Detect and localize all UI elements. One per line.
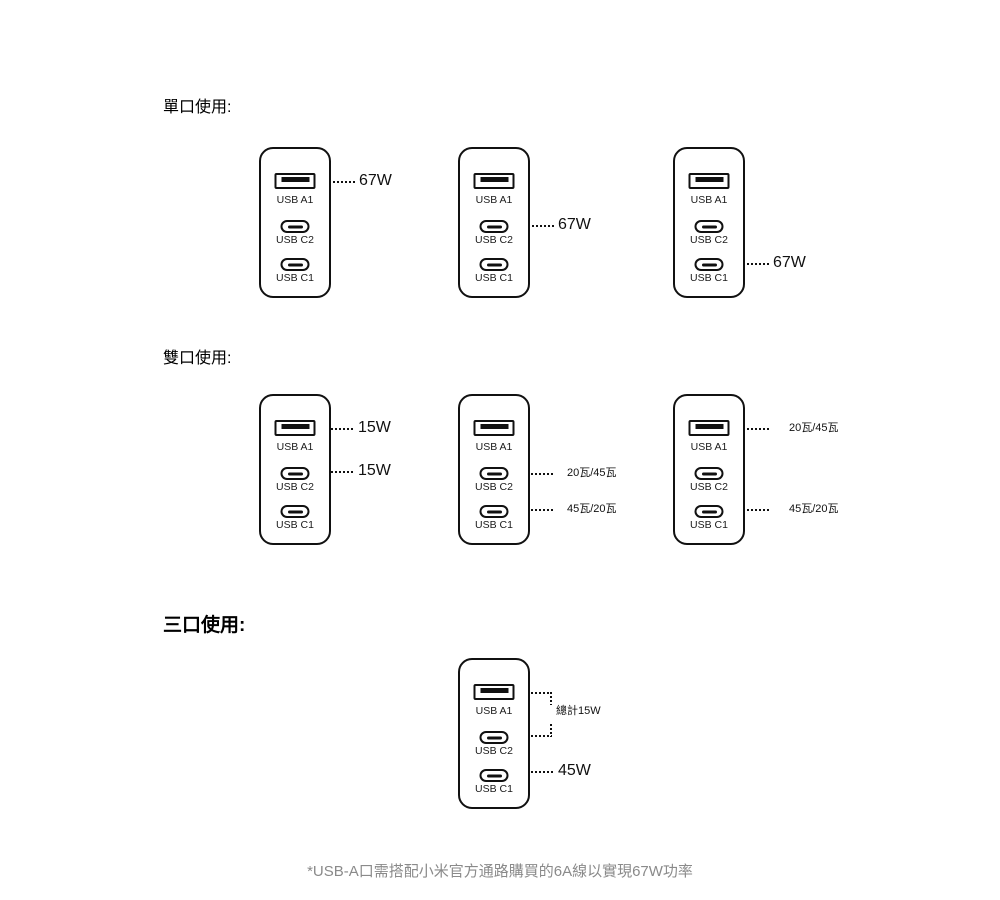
bracket-dash-bottom-corner (550, 724, 552, 737)
footnote-text: *USB-A口需搭配小米官方通路購買的6A線以實現67W功率 (307, 863, 693, 880)
charger-single-usb-a: USB A1 USB C2 USB C1 (259, 147, 331, 298)
usb-c-port-icon (694, 258, 724, 271)
usb-a-contact-bar (480, 688, 508, 693)
callout-dash-line (532, 225, 554, 227)
port-label-usb-c1: USB C1 (475, 519, 513, 531)
usb-a-contact-bar (281, 177, 309, 182)
port-label-usb-c1: USB C1 (276, 519, 314, 531)
power-label-total: 總計15W (556, 705, 601, 717)
usb-c-port-icon (280, 258, 310, 271)
charger-single-usb-c1: USB A1 USB C2 USB C1 (673, 147, 745, 298)
power-label: 45W (558, 762, 591, 779)
port-label-usb-c2: USB C2 (475, 234, 513, 246)
usb-c-contact-line (287, 263, 303, 266)
usb-a-port-icon (688, 173, 730, 189)
usb-c-port-icon (694, 505, 724, 518)
usb-a-port-icon (274, 420, 316, 436)
usb-c-contact-line (701, 510, 717, 513)
port-label-usb-c1: USB C1 (475, 783, 513, 795)
callout-dash-line (333, 181, 355, 183)
usb-c-contact-line (486, 225, 502, 228)
port-label-usb-c1: USB C1 (690, 519, 728, 531)
port-label-usb-c1: USB C1 (276, 272, 314, 284)
usb-a-port-icon (473, 420, 515, 436)
power-label: 15W (358, 419, 391, 436)
charger-dual-a1-c1: USB A1 USB C2 USB C1 (673, 394, 745, 545)
usb-c-contact-line (486, 774, 502, 777)
callout-dash-line (747, 428, 769, 430)
usb-c-contact-line (486, 263, 502, 266)
port-label-usb-a1: USB A1 (475, 441, 513, 453)
bracket-dash-bottom (531, 735, 552, 737)
usb-a-port-icon (688, 420, 730, 436)
port-label-usb-c2: USB C2 (475, 481, 513, 493)
usb-c-contact-line (701, 472, 717, 475)
usb-c-port-icon (479, 258, 509, 271)
charger-dual-a1-c2: USB A1 USB C2 USB C1 (259, 394, 331, 545)
power-label: 20瓦/45瓦 (789, 422, 839, 434)
usb-a-contact-bar (695, 424, 723, 429)
usb-c-contact-line (486, 472, 502, 475)
port-label-usb-a1: USB A1 (276, 441, 314, 453)
usb-c-port-icon (479, 731, 509, 744)
usb-c-port-icon (694, 220, 724, 233)
usb-a-port-icon (274, 173, 316, 189)
section-title-triple-port: 三口使用: (163, 615, 246, 636)
usb-c-contact-line (701, 225, 717, 228)
usb-a-contact-bar (480, 177, 508, 182)
usb-c-port-icon (479, 467, 509, 480)
callout-dash-line (331, 471, 353, 473)
callout-dash-line (531, 771, 554, 773)
power-label: 15W (358, 462, 391, 479)
usb-a-port-icon (473, 684, 515, 700)
power-label: 45瓦/20瓦 (567, 503, 617, 515)
power-label: 67W (558, 216, 591, 233)
usb-a-contact-bar (281, 424, 309, 429)
section-title-single-port: 單口使用: (163, 99, 232, 116)
port-label-usb-c1: USB C1 (690, 272, 728, 284)
callout-dash-line (331, 428, 353, 430)
charger-triple: USB A1 USB C2 USB C1 (458, 658, 530, 809)
callout-dash-line (531, 509, 553, 511)
port-label-usb-a1: USB A1 (690, 194, 728, 206)
usb-c-contact-line (486, 510, 502, 513)
usb-c-port-icon (280, 467, 310, 480)
power-label: 67W (359, 172, 392, 189)
power-label: 20瓦/45瓦 (567, 467, 617, 479)
port-label-usb-a1: USB A1 (475, 705, 513, 717)
usb-c-contact-line (701, 263, 717, 266)
power-label: 45瓦/20瓦 (789, 503, 839, 515)
port-label-usb-a1: USB A1 (276, 194, 314, 206)
charger-dual-c2-c1: USB A1 USB C2 USB C1 (458, 394, 530, 545)
port-label-usb-a1: USB A1 (475, 194, 513, 206)
section-title-dual-port: 雙口使用: (163, 350, 232, 367)
usb-c-port-icon (479, 505, 509, 518)
usb-c-contact-line (287, 472, 303, 475)
bracket-dash-top-corner (550, 692, 552, 705)
port-label-usb-c2: USB C2 (690, 234, 728, 246)
port-label-usb-a1: USB A1 (690, 441, 728, 453)
usb-a-contact-bar (480, 424, 508, 429)
callout-dash-line (747, 263, 769, 265)
port-label-usb-c2: USB C2 (276, 481, 314, 493)
usb-a-contact-bar (695, 177, 723, 182)
usb-c-port-icon (479, 220, 509, 233)
usb-c-port-icon (694, 467, 724, 480)
port-label-usb-c2: USB C2 (276, 234, 314, 246)
usb-c-port-icon (280, 505, 310, 518)
usb-a-port-icon (473, 173, 515, 189)
callout-dash-line (531, 473, 553, 475)
usb-c-port-icon (479, 769, 509, 782)
usb-c-contact-line (287, 510, 303, 513)
port-label-usb-c2: USB C2 (475, 745, 513, 757)
usb-c-contact-line (486, 736, 502, 739)
callout-dash-line (747, 509, 769, 511)
power-label: 67W (773, 254, 806, 271)
port-label-usb-c2: USB C2 (690, 481, 728, 493)
charger-single-usb-c2: USB A1 USB C2 USB C1 (458, 147, 530, 298)
usb-c-port-icon (280, 220, 310, 233)
usb-c-contact-line (287, 225, 303, 228)
port-label-usb-c1: USB C1 (475, 272, 513, 284)
bracket-dash-top (531, 692, 552, 694)
